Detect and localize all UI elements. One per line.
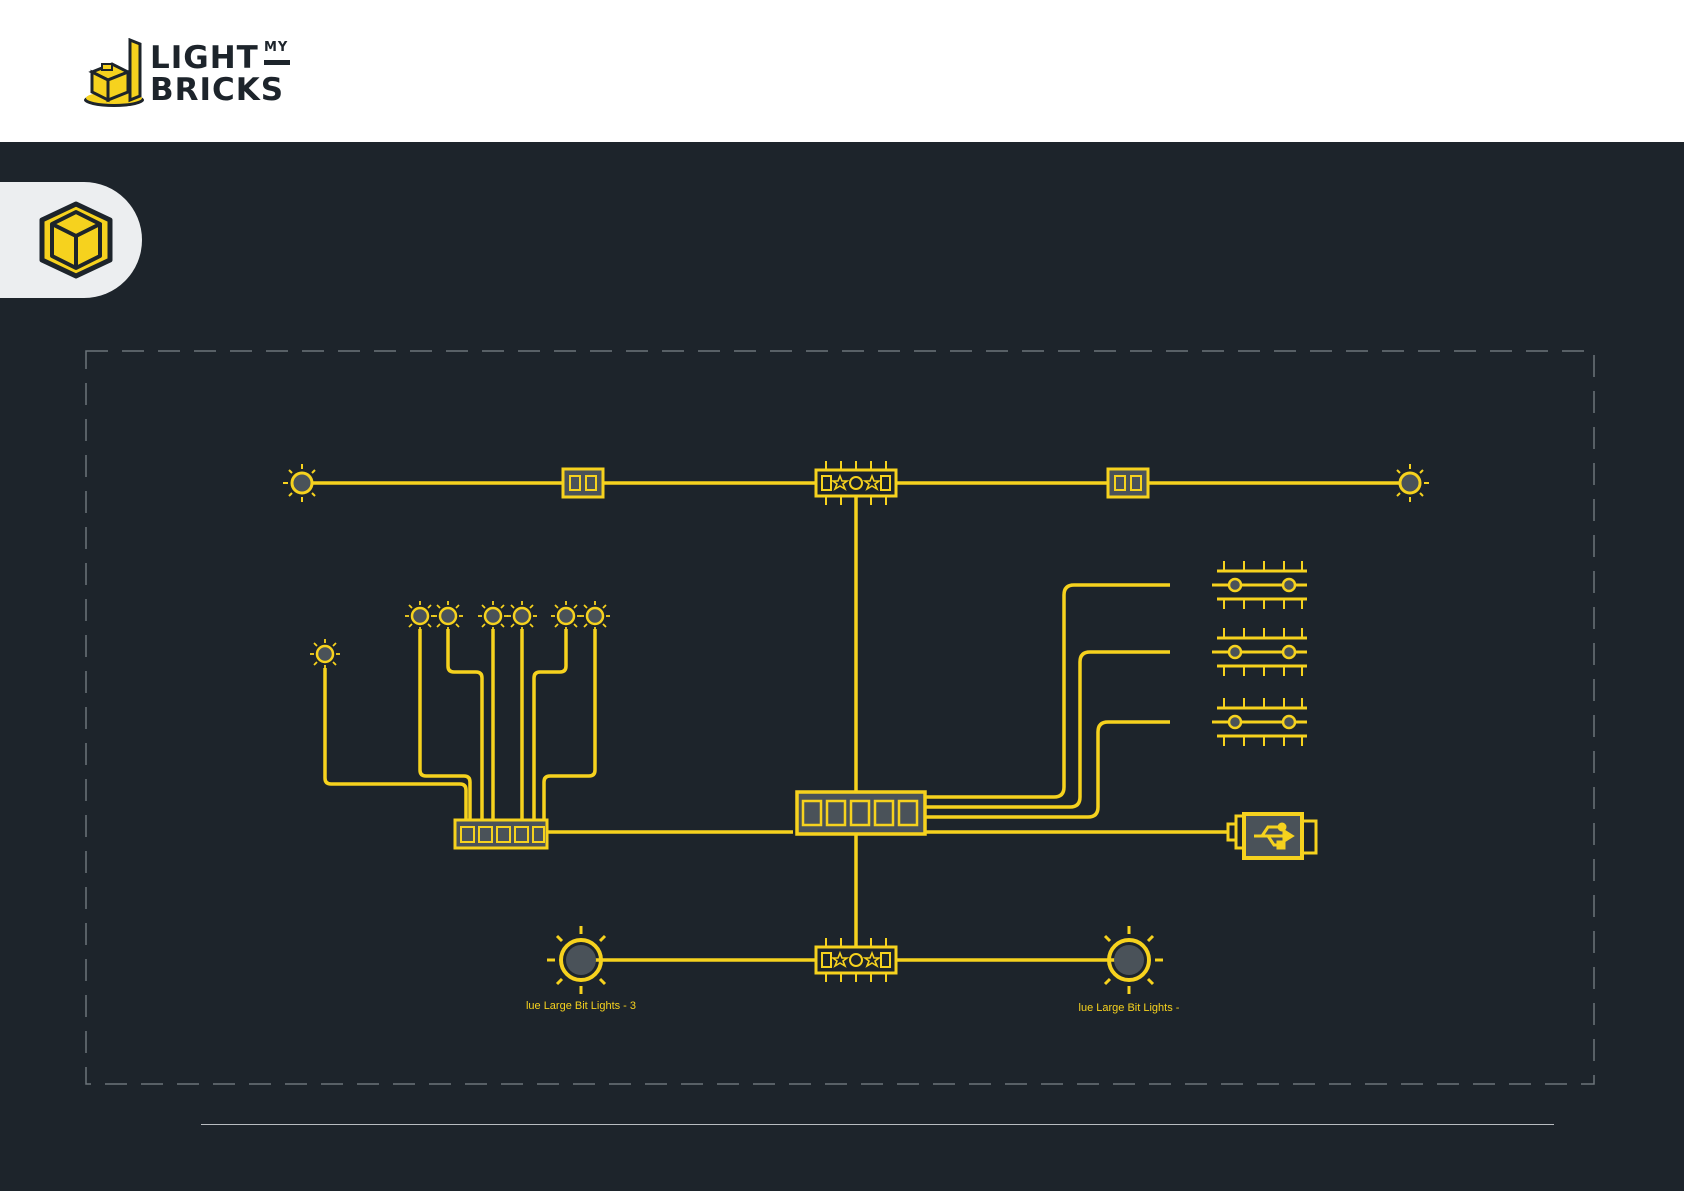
label-large-light-right: lue Large Bit Lights -: [1079, 1002, 1180, 1014]
bit-light-cluster-1: [405, 601, 435, 631]
label-large-light-left: lue Large Bit Lights - 3: [526, 1000, 636, 1012]
expansion-board-small: [455, 820, 547, 848]
connector-top-left: [563, 469, 603, 497]
bit-light-cluster-2: [433, 601, 463, 631]
bit-light-single: [310, 639, 340, 669]
bit-light-cluster-6: [580, 601, 610, 631]
footer-divider: [201, 1124, 1554, 1125]
wire-light-1: [420, 629, 470, 820]
strip-light-3: [1212, 698, 1307, 746]
effect-board-top: [816, 461, 896, 505]
effect-board-bottom: [816, 938, 896, 982]
wire-light-6: [544, 629, 595, 820]
usb-power-connector: [1228, 814, 1316, 858]
strip-light-1: [1212, 561, 1307, 609]
bit-light-cluster-4: [507, 601, 537, 631]
strip-light-2: [1212, 628, 1307, 676]
wire-strip-3: [922, 722, 1170, 817]
bit-light-cluster-3: [478, 601, 508, 631]
wire-strip-1: [922, 585, 1170, 797]
connector-top-right: [1108, 469, 1148, 497]
wire-light-5: [534, 629, 566, 820]
wire-strip-2: [922, 652, 1170, 807]
wire-light-single: [325, 668, 466, 820]
bit-light-cluster-5: [551, 601, 581, 631]
expansion-hub-main: [797, 792, 925, 834]
